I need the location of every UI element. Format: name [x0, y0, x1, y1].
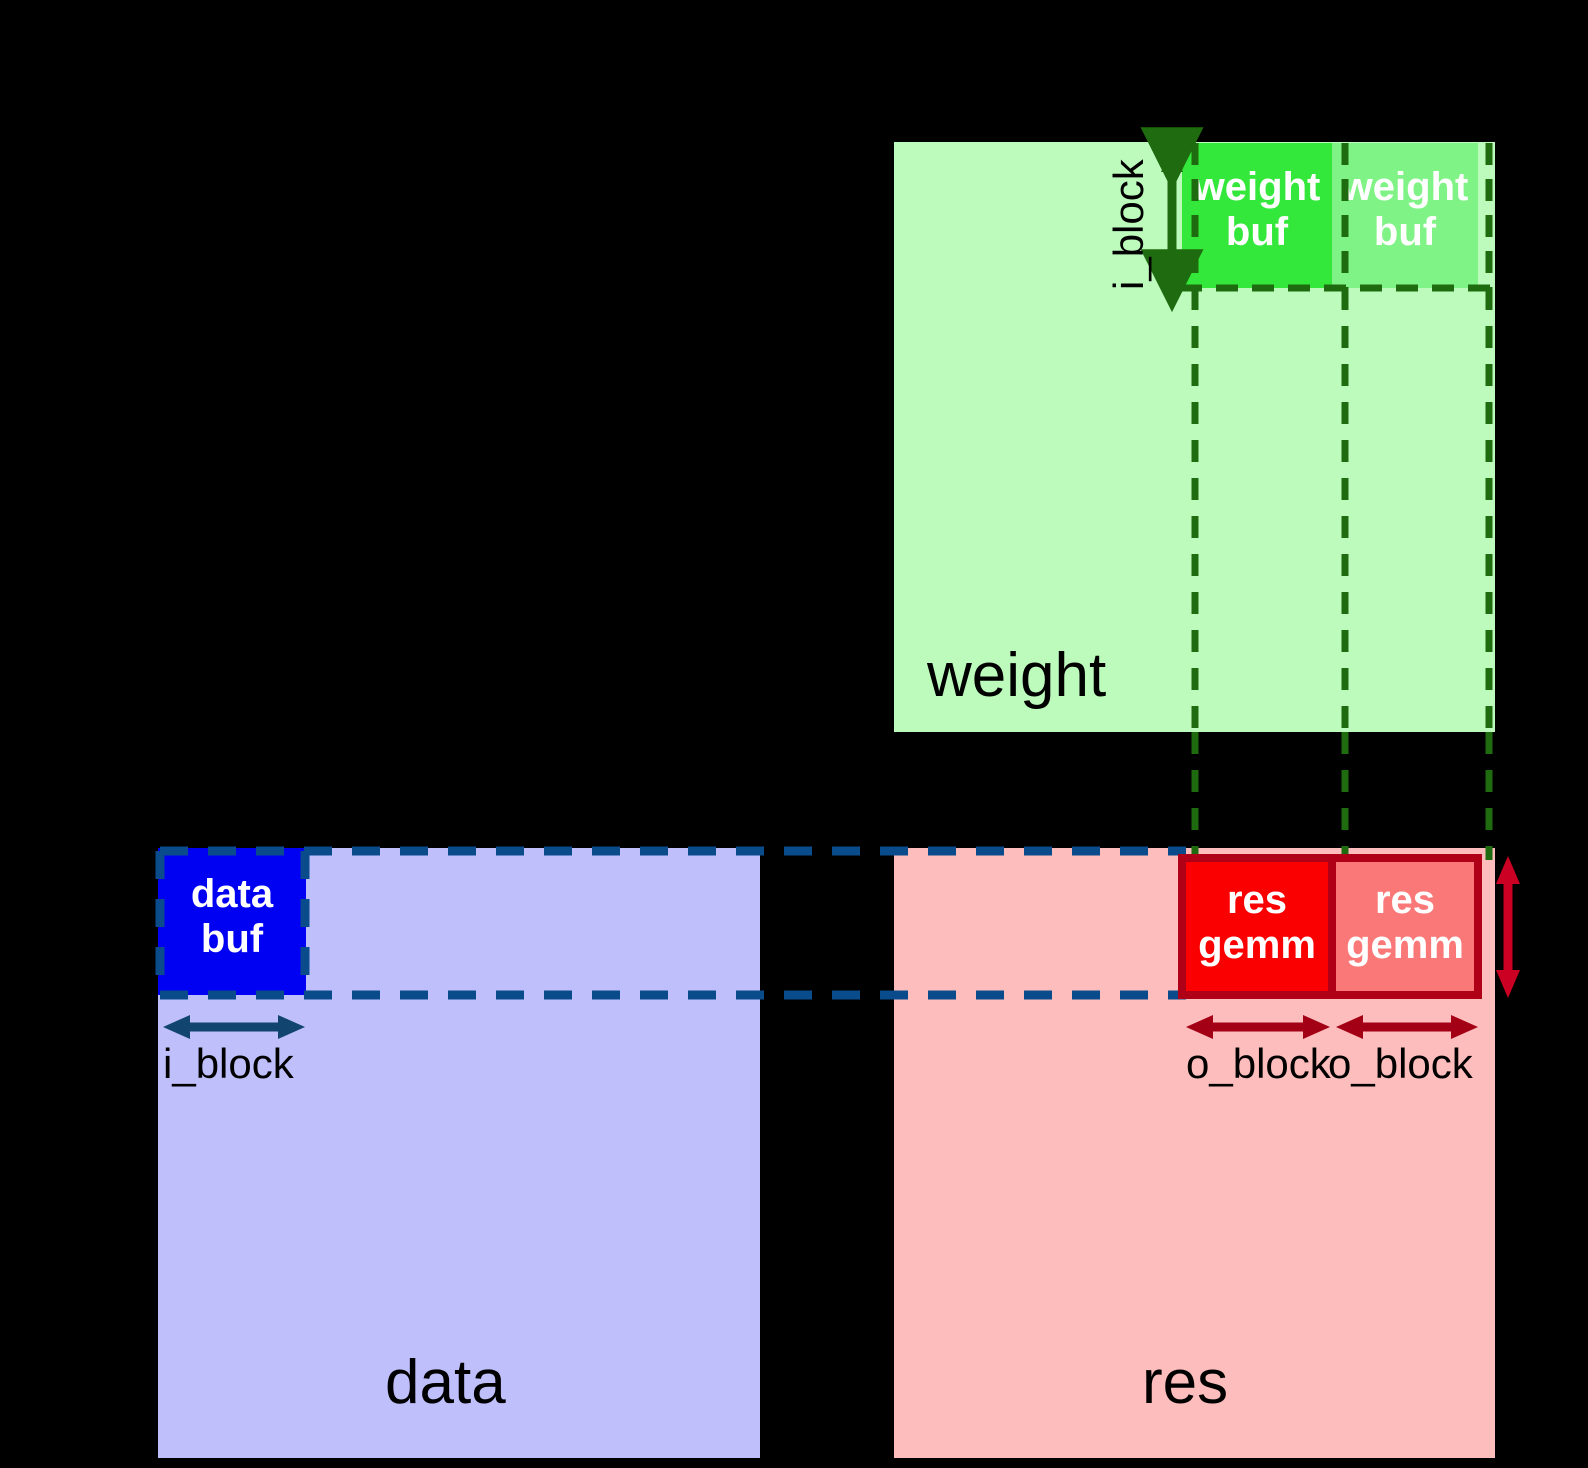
- tile-res-gemm-1-label: res gemm: [1198, 878, 1316, 967]
- green-guide-lines: [1191, 732, 1493, 860]
- res-gemm-height-arrow: [1496, 856, 1520, 998]
- tile-weight-buf-1: [1182, 143, 1332, 288]
- matrix-weight-label: weight: [927, 641, 1107, 710]
- i-block-horizontal-label: i_block: [163, 1040, 294, 1087]
- matrix-data-label: data: [385, 1348, 506, 1417]
- o-block-right-label: o_block: [1328, 1040, 1473, 1087]
- matrix-res-label: res: [1142, 1348, 1229, 1417]
- tile-weight-buf-2-label: weight buf: [1341, 165, 1469, 254]
- i-block-vertical-label: i_block: [1105, 159, 1152, 290]
- tile-data-buf: [158, 848, 306, 995]
- o-block-left-label: o_block: [1186, 1040, 1331, 1087]
- tile-weight-buf-1-label: weight buf: [1193, 165, 1321, 254]
- tile-res-gemm-2-label: res gemm: [1346, 878, 1464, 967]
- tile-data-buf-label: data buf: [190, 872, 274, 961]
- tile-weight-buf-2: [1332, 143, 1478, 288]
